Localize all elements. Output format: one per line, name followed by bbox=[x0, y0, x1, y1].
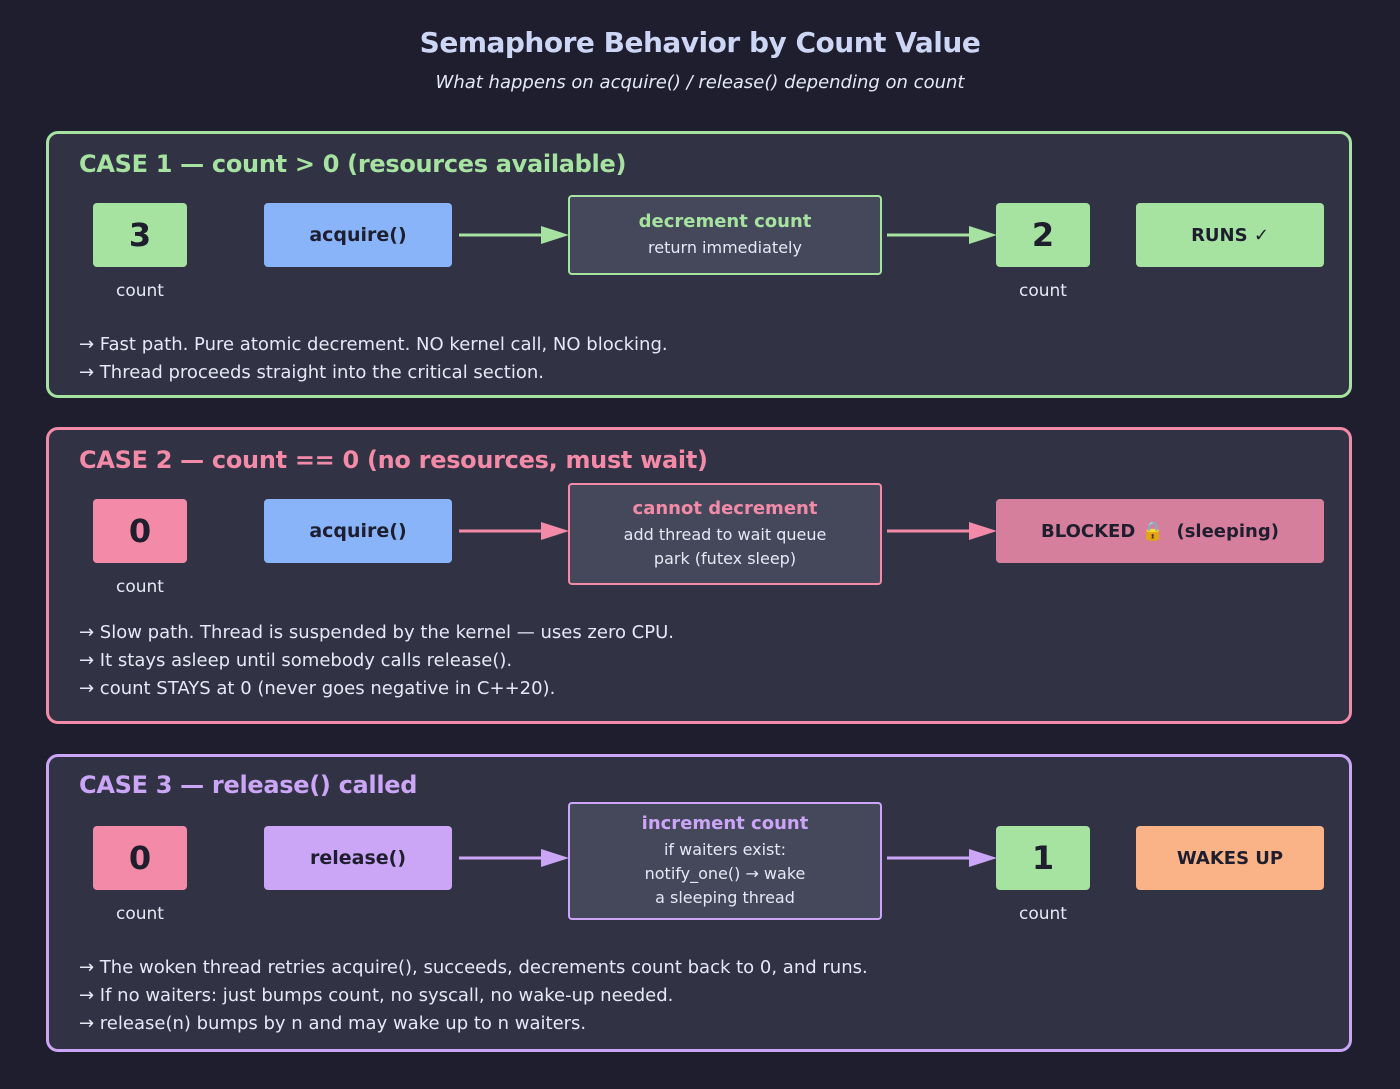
case-3-before-count-label: count bbox=[116, 904, 164, 924]
case-3-title: CASE 3 — release() called bbox=[79, 771, 418, 799]
case-3-process-box: increment count if waiters exist: notify… bbox=[568, 802, 882, 920]
case-1-panel: CASE 1 — count > 0 (resources available)… bbox=[46, 131, 1352, 398]
case-1-after-count: 2 bbox=[996, 203, 1090, 267]
case-2-note-3: → count STAYS at 0 (never goes negative … bbox=[79, 678, 556, 699]
case-2-status-blocked: BLOCKED 🔒 (sleeping) bbox=[996, 499, 1324, 563]
case-3-process-head: increment count bbox=[641, 812, 809, 834]
case-2-note-2: → It stays asleep until somebody calls r… bbox=[79, 650, 513, 671]
case-1-before-count: 3 bbox=[93, 203, 187, 267]
case-3-arrow-to-result bbox=[887, 849, 997, 867]
case-2-arrow-to-process bbox=[459, 522, 569, 540]
case-2-title: CASE 2 — count == 0 (no resources, must … bbox=[79, 446, 708, 474]
case-2-arrow-to-result bbox=[887, 522, 997, 540]
case-1-note-1: → Fast path. Pure atomic decrement. NO k… bbox=[79, 334, 668, 355]
case-3-status-wakes-up: WAKES UP bbox=[1136, 826, 1324, 890]
case-3-process-line-2: notify_one() → wake bbox=[644, 863, 806, 883]
case-1-process-head: decrement count bbox=[638, 210, 812, 232]
case-2-process-line-1: add thread to wait queue bbox=[623, 524, 827, 544]
case-3-notes: → The woken thread retries acquire(), su… bbox=[79, 954, 868, 1038]
case-3-process-line-1: if waiters exist: bbox=[663, 839, 787, 859]
case-1-arrow-to-result bbox=[887, 226, 997, 244]
case-1-note-2: → Thread proceeds straight into the crit… bbox=[79, 362, 544, 383]
case-3-before-count: 0 bbox=[93, 826, 187, 890]
case-3-note-2: → If no waiters: just bumps count, no sy… bbox=[79, 985, 674, 1006]
case-1-title: CASE 1 — count > 0 (resources available) bbox=[79, 150, 627, 178]
case-3-arrow-to-process bbox=[459, 849, 569, 867]
case-2-process-line-2: park (futex sleep) bbox=[653, 548, 797, 568]
case-3-note-1: → The woken thread retries acquire(), su… bbox=[79, 957, 868, 978]
case-1-before-count-label: count bbox=[116, 281, 164, 301]
case-2-note-1: → Slow path. Thread is suspended by the … bbox=[79, 622, 675, 643]
case-2-acquire-call: acquire() bbox=[264, 499, 452, 563]
case-1-arrow-to-process bbox=[459, 226, 569, 244]
case-2-process-head: cannot decrement bbox=[632, 497, 818, 519]
case-1-process-line-1: return immediately bbox=[648, 237, 802, 257]
case-2-notes: → Slow path. Thread is suspended by the … bbox=[79, 619, 674, 703]
case-3-after-count-label: count bbox=[1019, 904, 1067, 924]
case-3-release-call: release() bbox=[264, 826, 452, 890]
case-3-process-line-3: a sleeping thread bbox=[655, 887, 795, 907]
case-3-note-3: → release(n) bumps by n and may wake up … bbox=[79, 1013, 587, 1034]
case-1-notes: → Fast path. Pure atomic decrement. NO k… bbox=[79, 331, 668, 387]
case-1-after-count-label: count bbox=[1019, 281, 1067, 301]
case-1-acquire-call: acquire() bbox=[264, 203, 452, 267]
case-2-panel: CASE 2 — count == 0 (no resources, must … bbox=[46, 427, 1352, 724]
case-1-status-runs: RUNS ✓ bbox=[1136, 203, 1324, 267]
case-2-process-box: cannot decrement add thread to wait queu… bbox=[568, 483, 882, 585]
diagram-subtitle: What happens on acquire() / release() de… bbox=[435, 72, 965, 93]
case-2-before-count-label: count bbox=[116, 577, 164, 597]
case-2-before-count: 0 bbox=[93, 499, 187, 563]
case-3-panel: CASE 3 — release() called 0 count releas… bbox=[46, 754, 1352, 1052]
diagram-title: Semaphore Behavior by Count Value bbox=[419, 26, 981, 59]
case-3-after-count: 1 bbox=[996, 826, 1090, 890]
case-1-process-box: decrement count return immediately bbox=[568, 195, 882, 275]
